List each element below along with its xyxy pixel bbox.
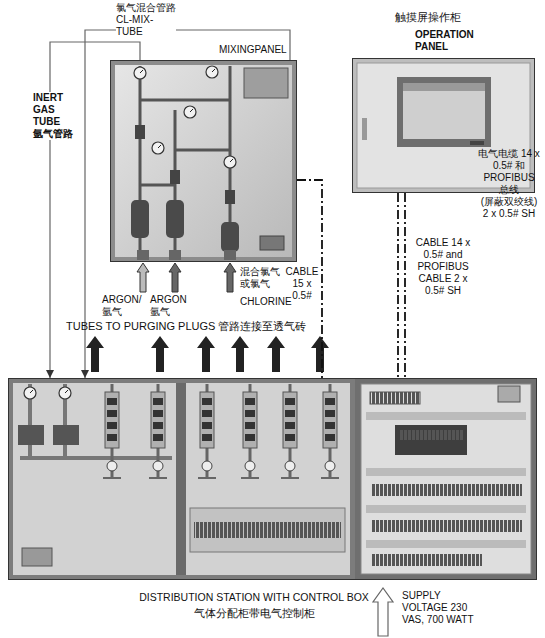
connector-label: INERT GAS TUBE 氩气管路	[33, 92, 73, 140]
wire-duct	[366, 505, 526, 513]
inlet-arrow	[224, 263, 236, 292]
distribution-station-photo	[8, 378, 355, 580]
valve-manifold	[321, 384, 339, 478]
inlet-arrow	[137, 263, 149, 292]
gas-inlet-arrows	[137, 263, 236, 292]
cabinet-frame	[8, 378, 355, 580]
screen-header	[403, 83, 485, 91]
plc-module	[395, 425, 467, 455]
plc-io-terminals	[399, 430, 463, 440]
panel-heading: MIXINGPANEL	[219, 44, 287, 56]
pressure-gauge	[224, 156, 236, 168]
power-supply	[498, 386, 520, 402]
tube-arrow	[231, 336, 249, 372]
pipe-connector	[137, 250, 149, 260]
panel-heading: 触摸屏操作柜	[395, 11, 461, 24]
distribution-station: DISTRIBUTION STATION WITH CONTROL BOX气体分…	[8, 378, 537, 580]
connector-label: 氯气混合管路 CL-MIX-TUBE	[116, 2, 176, 38]
valve-manifold	[103, 384, 121, 478]
supply-pipe	[20, 384, 172, 458]
tube-arrow	[311, 336, 329, 372]
profibus-cable-line	[404, 193, 406, 378]
junction-box	[244, 68, 288, 98]
valve-manifold	[198, 384, 216, 478]
wire-duct	[366, 540, 526, 548]
screen-badge	[470, 141, 484, 145]
control-cable	[397, 193, 399, 378]
motor-valve	[53, 425, 79, 445]
terminal-strip	[194, 522, 341, 538]
touch-screen	[403, 83, 485, 139]
wire-duct	[366, 468, 526, 476]
pressure-gauge	[152, 142, 164, 154]
junction-box	[22, 548, 52, 566]
door-handle	[362, 118, 367, 140]
panel-frame	[110, 60, 297, 262]
connector-label: CABLE 14 x 0.5# and PROFIBUS CABLE 2 x 0…	[412, 237, 474, 297]
cable-trough	[190, 508, 345, 552]
filter-cylinder	[166, 200, 184, 238]
filter-cylinder	[221, 222, 239, 252]
gas-pipe	[140, 66, 230, 250]
filter-cylinder	[131, 200, 149, 238]
pipe-connector	[224, 250, 236, 260]
mounting-plate	[361, 384, 531, 574]
motor-valve	[18, 425, 44, 445]
pipe-connector	[169, 250, 181, 260]
supply-arrow	[373, 588, 393, 636]
sensor-box	[260, 236, 284, 250]
mixing-panel-photo	[110, 60, 297, 262]
pressure-gauge	[184, 106, 196, 118]
pressure-gauge	[59, 387, 71, 399]
circuit-breakers	[370, 392, 420, 404]
supply-note: SUPPLY VOLTAGE 230 VAS, 700 WATT	[402, 590, 482, 626]
valve-manifold	[281, 384, 299, 478]
pressure-gauge	[24, 387, 36, 399]
panel-heading: OPERATION PANEL	[415, 29, 474, 52]
wire-duct	[366, 412, 526, 420]
pressure-gauge	[134, 67, 146, 79]
tube-arrow	[151, 336, 169, 372]
tube-arrow	[267, 336, 285, 372]
tubes-note: TUBES TO PURGING PLUGS 管路连接至透气砖	[66, 320, 306, 333]
pressure-gauge	[206, 66, 218, 78]
gas-label: CHLORINE	[240, 296, 292, 308]
screen-bezel	[397, 77, 491, 147]
control-box-photo	[355, 378, 537, 580]
valve-symbol	[170, 170, 180, 184]
terminal-strip	[372, 554, 482, 566]
tube-arrow	[197, 336, 215, 372]
cable-note: 电气电缆 14 x 0.5# 和 PROFIBUS 总线 (屏蔽双绞线) 2 x…	[478, 148, 540, 220]
gas-label: ARGON 氩气	[150, 294, 187, 318]
purging-plug-arrows	[86, 336, 329, 372]
valve-symbol	[135, 125, 145, 139]
valve-manifold	[241, 384, 259, 478]
cabinet-frame	[355, 378, 537, 580]
valve-symbol	[225, 190, 235, 204]
gas-label: 混合氯气 或氯气	[240, 266, 280, 290]
tube-arrow	[86, 336, 104, 372]
cabinet-divider	[176, 383, 186, 575]
terminal-strip	[372, 520, 522, 532]
terminal-strip	[372, 484, 522, 496]
inlet-arrow	[169, 263, 181, 292]
cabinet-plate	[13, 383, 350, 575]
valve-manifold	[149, 384, 167, 478]
mixing-panel: MIXINGPANEL	[110, 60, 297, 262]
panel-plate	[115, 65, 292, 257]
gas-label: ARGON/ 氩气	[102, 294, 141, 318]
